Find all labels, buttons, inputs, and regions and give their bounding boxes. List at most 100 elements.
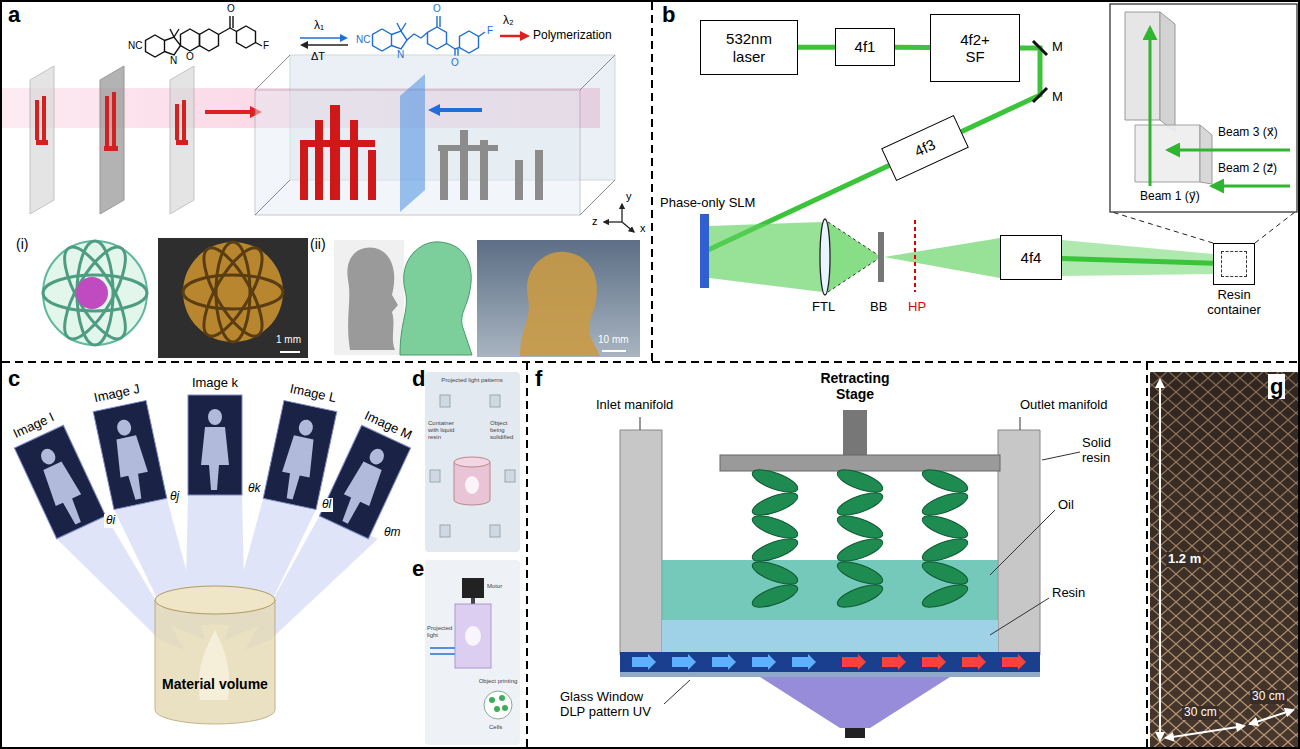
molecule-closed (165, 37, 181, 55)
volumetric-bioprinter (425, 560, 520, 745)
schematic-note: Container with liquid resin (428, 420, 462, 441)
resin-tank (535, 150, 543, 200)
optical-elements (828, 222, 881, 257)
resin-tank (460, 130, 468, 200)
projected-image (188, 395, 242, 495)
molecule-open (397, 23, 401, 31)
molecule-open (447, 44, 456, 50)
panel-letter: e (412, 556, 424, 581)
molecule-closed (146, 16, 263, 57)
isomerization-arrows (300, 34, 348, 49)
projection-slices (30, 66, 262, 214)
mirror (1033, 88, 1047, 102)
injection-printer (842, 654, 1026, 670)
lattice-photo (1250, 710, 1293, 724)
tomographic-schematic (425, 372, 520, 552)
beam-label: Beam 1 (y⃗) (1140, 190, 1200, 204)
scale-label: 10 mm (598, 334, 629, 346)
volumetric-bioprinter (471, 598, 475, 604)
injection-printer (1002, 654, 1026, 670)
molecule-closed (229, 16, 230, 28)
beam-connector (895, 45, 930, 50)
lens-relay-box: 4f3 (881, 115, 969, 181)
component-label: Solid resin (1082, 436, 1138, 466)
injection-printer (632, 654, 816, 670)
injection-printer (662, 620, 998, 652)
schematic-note: Projected light patterns (441, 377, 502, 384)
leader-line (664, 680, 690, 704)
component-label: HP (908, 300, 926, 315)
projection-slices (35, 100, 39, 140)
resin-tank (580, 180, 615, 215)
angle-label: θk (246, 482, 263, 496)
leader-line (990, 510, 1055, 575)
inset-prisms (1125, 12, 1160, 120)
atom-label: F (487, 25, 493, 37)
molecule-open (439, 16, 440, 27)
sphere-photo (280, 351, 300, 353)
molecule-closed (170, 29, 174, 37)
resin-tank (515, 160, 523, 200)
volumetric-bioprinter (489, 697, 495, 703)
resin-tank (368, 150, 376, 200)
resin-tank (350, 120, 358, 200)
projection-slices (170, 66, 194, 214)
axis-label: x (640, 222, 646, 235)
sphere-photo (183, 275, 283, 309)
panel-letter: c (8, 366, 20, 391)
angle-label: θl (320, 498, 333, 512)
inset-prisms (1110, 4, 1297, 243)
dashed-inner-volume (1221, 251, 1247, 277)
inset-prisms (1135, 125, 1200, 182)
projection-slices (205, 110, 250, 114)
tomographic-schematic (505, 470, 515, 482)
isomerization-arrows (306, 44, 348, 46)
molecule-closed (181, 29, 200, 51)
leader-line (990, 598, 1049, 635)
volumetric-bioprinter (430, 647, 455, 649)
laser-beam (709, 222, 822, 292)
injection-printer (962, 654, 986, 670)
resin-cylinder (155, 586, 275, 614)
injection-printer (750, 465, 801, 611)
optical-elements (700, 214, 915, 295)
lattice-photo (1150, 372, 1298, 747)
optical-elements (820, 219, 830, 295)
head-photo (602, 350, 626, 352)
laser-beam (828, 222, 881, 292)
mirror-label: M (1052, 40, 1063, 55)
component-label: Oil (1058, 498, 1074, 513)
volumetric-bioprinter (430, 653, 455, 655)
optical-elements (828, 257, 881, 292)
volumetric-bioprinter (484, 691, 512, 719)
sphere-photo (158, 238, 308, 358)
projection-slices (182, 100, 186, 142)
injection-printer (752, 654, 776, 670)
injection-printer (712, 654, 736, 670)
tomographic-schematic (440, 395, 450, 407)
laser-beam (884, 238, 1000, 278)
volume-label: Material volume (162, 676, 268, 692)
injection-printer (672, 654, 696, 670)
lattice-photo (1150, 372, 1298, 747)
mirror-label: M (1052, 90, 1063, 105)
temperature-label: ΔT (311, 50, 325, 63)
projection-slices (30, 66, 54, 214)
isomerization-arrows (300, 37, 342, 39)
tomographic-schematic (425, 372, 520, 552)
relay-filter-box: 4f2+ SF (930, 14, 1020, 82)
wavelength-label: λ₁ (314, 19, 324, 33)
molecule-open (428, 27, 447, 49)
resin-tank (255, 55, 615, 215)
injection-printer (843, 410, 867, 456)
sphere-render (43, 239, 147, 347)
molecule-closed (200, 29, 219, 51)
schematic-note: Cells (489, 724, 502, 731)
atom-label: O (227, 3, 235, 15)
tomographic-schematic (465, 476, 479, 494)
axis-label: y (626, 190, 632, 203)
resin-cylinder (155, 586, 275, 724)
molecule-closed (146, 35, 165, 57)
